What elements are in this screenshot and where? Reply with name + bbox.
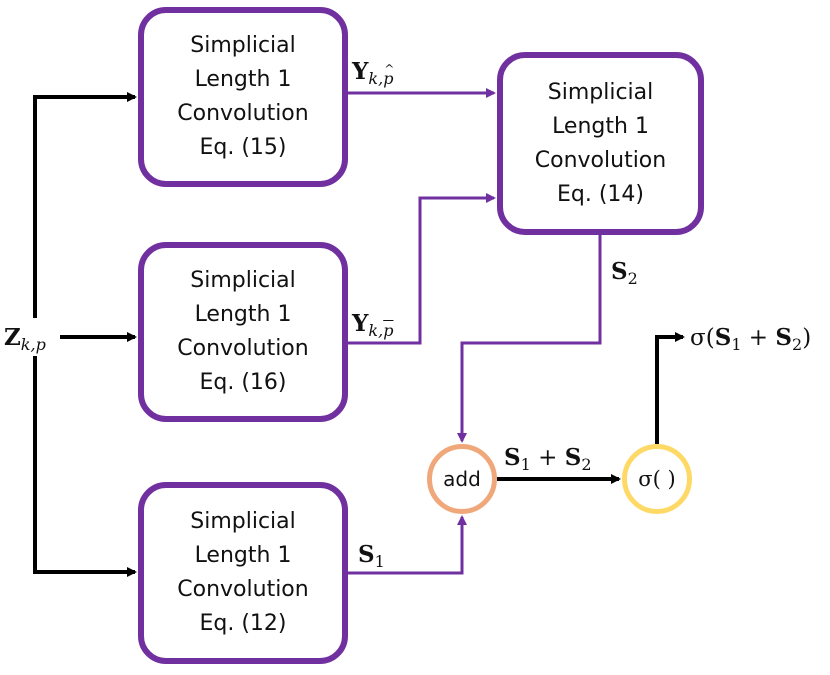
box-line: Length 1: [194, 543, 292, 568]
input-trunk-upper: [33, 92, 137, 318]
wire-s2: [457, 235, 602, 443]
s1-label-main: S: [358, 541, 375, 568]
y-bar-label: Yk,p: [352, 312, 393, 339]
s2-label-sub: 2: [627, 269, 638, 288]
box-line: Length 1: [194, 302, 292, 327]
box-line: Simplicial: [190, 33, 296, 58]
s2-label: S2: [611, 260, 638, 287]
output-label-b: S: [775, 324, 793, 351]
sigma-node: σ( ): [622, 444, 692, 514]
y-hat-label-sub-var: p: [383, 63, 394, 87]
y-bar-label-sub-prefix: k,: [368, 321, 384, 340]
y-bar-label-sub-var: p: [383, 321, 394, 340]
box-line: Eq. (12): [199, 611, 287, 636]
input-trunk-lower: [33, 356, 137, 577]
input-label: Zk,p: [4, 326, 46, 353]
convolution-box-eq14: Simplicial Length 1 Convolution Eq. (14): [497, 52, 704, 235]
wire-s1: [348, 515, 467, 575]
input-label-sub: k,p: [20, 335, 46, 354]
convolution-box-eq16: Simplicial Length 1 Convolution Eq. (16): [138, 242, 348, 422]
sum-label-b-sub: 2: [581, 455, 592, 474]
sigma-node-label: σ( ): [638, 467, 676, 491]
y-bar-label-main: Y: [352, 310, 369, 337]
s2-label-main: S: [611, 258, 628, 285]
sum-label: S1 + S2: [504, 446, 592, 473]
output-label-b-sub: 2: [792, 335, 803, 354]
wire-y-bar: [348, 193, 496, 345]
wire-output: [655, 332, 685, 444]
output-label-op: +: [741, 325, 776, 351]
add-node-label: add: [443, 467, 481, 491]
convolution-box-eq12: Simplicial Length 1 Convolution Eq. (12): [138, 482, 348, 664]
output-label: σ(S1 + S2): [690, 326, 811, 353]
s1-label: S1: [358, 543, 385, 570]
box-line: Length 1: [552, 113, 649, 139]
sum-label-op: +: [530, 445, 565, 471]
box-line: Convolution: [534, 147, 667, 173]
add-node: add: [427, 444, 497, 514]
output-label-fn: σ(: [690, 325, 715, 351]
box-line: Eq. (15): [199, 135, 287, 160]
convolution-box-eq15: Simplicial Length 1 Convolution Eq. (15): [138, 7, 348, 187]
box-line: Convolution: [177, 336, 309, 361]
box-line: Eq. (14): [556, 181, 644, 207]
output-label-close: ): [802, 325, 812, 351]
box-line: Simplicial: [547, 79, 654, 105]
sum-label-b: S: [564, 444, 582, 471]
box-line: Convolution: [177, 101, 309, 126]
box-line: Eq. (16): [199, 370, 287, 395]
box-line: Simplicial: [190, 268, 296, 293]
box-line: Simplicial: [190, 509, 296, 534]
s1-label-sub: 1: [374, 552, 385, 571]
y-hat-label-main: Y: [352, 58, 369, 85]
box-line: Convolution: [177, 577, 309, 602]
sum-label-a-sub: 1: [520, 455, 531, 474]
input-label-main: Z: [4, 324, 21, 351]
sum-label-a: S: [504, 444, 521, 471]
output-label-a: S: [714, 324, 732, 351]
y-hat-label: Yk,p: [352, 58, 395, 88]
y-hat-label-sub-prefix: k,: [368, 69, 384, 88]
box-line: Length 1: [194, 67, 292, 92]
output-label-a-sub: 1: [731, 335, 742, 354]
